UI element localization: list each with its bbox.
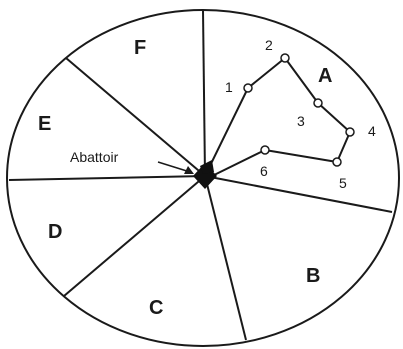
- divider-line-right: [204, 175, 393, 213]
- abattoir-label: Abattoir: [70, 149, 119, 165]
- route-point-2: [280, 53, 290, 63]
- sector-label-b: B: [306, 265, 320, 287]
- route-point-6: [260, 145, 270, 155]
- collection-route: [204, 57, 351, 179]
- route-point-label-4: 4: [368, 123, 376, 139]
- sector-label-a: A: [318, 65, 332, 87]
- sector-label-e: E: [38, 113, 51, 135]
- abattoir-arrow: [157, 161, 191, 173]
- route-point-label-2: 2: [265, 37, 273, 53]
- abattoir-marker-top: [200, 160, 214, 174]
- sector-label-c: C: [149, 297, 163, 319]
- divider-line-left: [8, 175, 206, 181]
- route-point-5: [332, 157, 342, 167]
- route-point-label-3: 3: [297, 113, 305, 129]
- divider-line-upper-left: [65, 57, 206, 177]
- divider-line-top: [202, 9, 206, 177]
- divider-line-bottom: [204, 175, 247, 341]
- route-point-3: [313, 98, 323, 108]
- sector-label-d: D: [48, 221, 62, 243]
- route-point-4: [345, 127, 355, 137]
- route-point-label-1: 1: [225, 79, 233, 95]
- route-point-label-6: 6: [260, 163, 268, 179]
- divider-line-lower-left: [63, 175, 206, 297]
- route-point-1: [243, 83, 253, 93]
- sector-label-f: F: [134, 37, 146, 59]
- route-point-label-5: 5: [339, 175, 347, 191]
- abattoir-arrowhead: [184, 166, 194, 174]
